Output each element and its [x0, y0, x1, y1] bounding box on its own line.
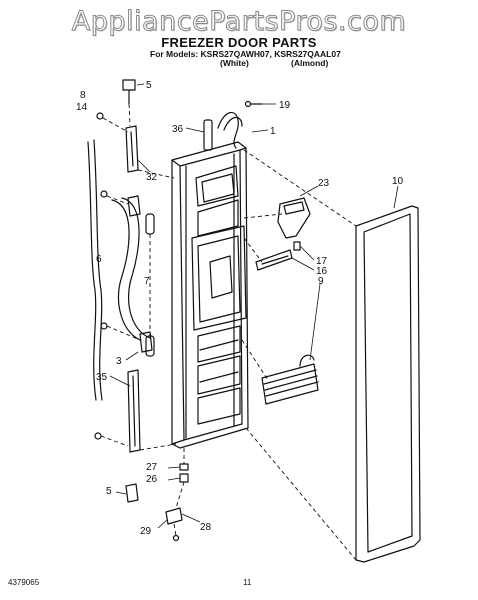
- callout-35: 35: [96, 372, 108, 383]
- callout-29: 29: [140, 526, 152, 537]
- lower-hinge-bracket: [125, 369, 141, 503]
- callout-9: 9: [318, 276, 324, 287]
- callout-17: 17: [316, 256, 328, 267]
- callout-26: 26: [146, 474, 158, 485]
- callout-28: 28: [200, 522, 212, 533]
- callout-32: 32: [146, 172, 158, 183]
- watermark: AppliancePartsPros.com: [71, 6, 407, 38]
- callout-5-top: 5: [146, 80, 152, 91]
- callout-leaders: [109, 83, 399, 529]
- callout-7: 7: [144, 276, 150, 287]
- callout-3: 3: [116, 356, 122, 367]
- callout-27: 27: [146, 462, 158, 473]
- ice-chute: [277, 197, 311, 239]
- door-gasket: [355, 205, 421, 563]
- wire-harness: [203, 111, 243, 151]
- callout-5-bottom: 5: [106, 486, 112, 497]
- assembly-lines: [100, 103, 357, 561]
- callout-16: 16: [316, 266, 328, 277]
- variant-almond: (Almond): [291, 58, 329, 68]
- callout-labels: 5 8 14 19 36 1 32 6 23 10 7 17 16 9 3 35…: [76, 80, 404, 537]
- callout-36: 36: [172, 124, 184, 135]
- upper-hinge-bracket: [122, 79, 139, 173]
- door-shell: [171, 141, 249, 449]
- callout-8: 8: [80, 90, 86, 101]
- heater-assembly: [261, 354, 319, 405]
- doc-number: 4379065: [8, 578, 40, 587]
- page-number: 11: [243, 578, 252, 587]
- dispenser-switch: [255, 241, 301, 271]
- diagram-title: FREEZER DOOR PARTS: [161, 35, 317, 50]
- handle-trim-strip: [87, 139, 103, 401]
- screws: [94, 100, 263, 542]
- door-handle: [111, 195, 153, 353]
- door-liner: [191, 165, 247, 425]
- callout-19: 19: [279, 100, 291, 111]
- models-line: For Models: KSRS27QAWH07, KSRS27QAAL07: [150, 49, 341, 59]
- callout-1: 1: [270, 126, 276, 137]
- callout-10: 10: [392, 176, 404, 187]
- callout-14: 14: [76, 102, 88, 113]
- callout-23: 23: [318, 178, 330, 189]
- variant-white: (White): [220, 58, 249, 68]
- callout-6: 6: [96, 254, 102, 265]
